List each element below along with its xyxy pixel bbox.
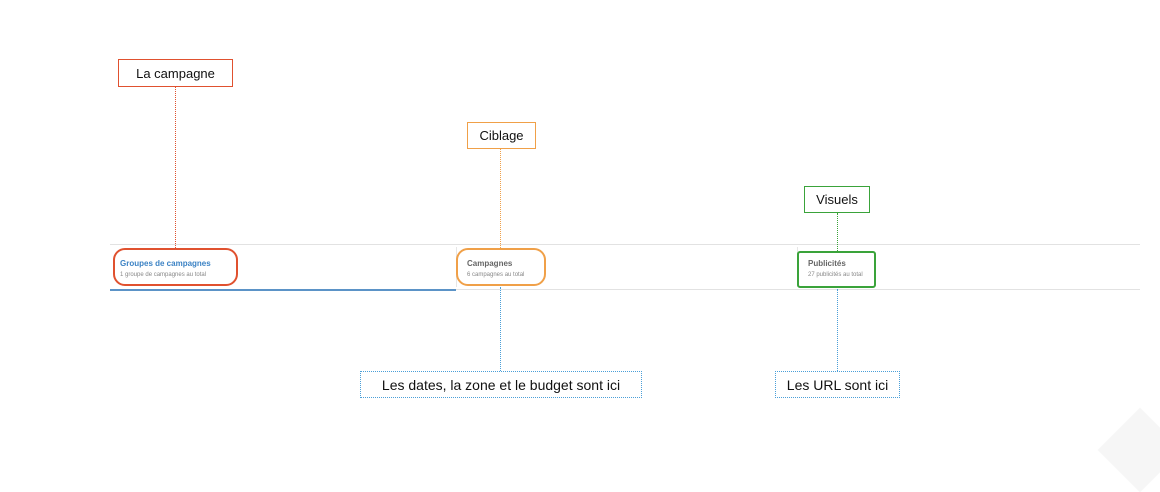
visuals-callout: Visuels — [804, 186, 870, 213]
tab-campaign-groups-subtitle: 1 groupe de campagnes au total — [120, 272, 207, 278]
campaign-connector — [175, 86, 176, 248]
campaign-groups-highlight — [113, 248, 238, 286]
tab-ads[interactable]: Publicités 27 publicités au total — [798, 245, 1138, 289]
campaign-callout: La campagne — [118, 59, 233, 87]
dates-connector — [500, 287, 501, 371]
visuals-connector — [837, 213, 838, 251]
tab-campaign-groups[interactable]: Groupes de campagnes 1 groupe de campagn… — [110, 245, 456, 291]
ads-highlight — [797, 251, 876, 288]
active-tab-indicator — [110, 289, 456, 291]
tab-bar: Groupes de campagnes 1 groupe de campagn… — [110, 244, 1140, 291]
tab-campaigns[interactable]: Campagnes 6 campagnes au total — [457, 245, 797, 289]
tab-ads-subtitle: 27 publicités au total — [808, 272, 863, 278]
corner-decoration — [1097, 407, 1160, 492]
urls-callout: Les URL sont ici — [775, 371, 900, 398]
dates-zone-budget-callout: Les dates, la zone et le budget sont ici — [360, 371, 642, 398]
tab-campaigns-title: Campagnes — [467, 259, 513, 268]
tab-ads-title: Publicités — [808, 259, 846, 268]
tab-campaigns-subtitle: 6 campagnes au total — [467, 272, 525, 278]
campaigns-highlight — [456, 248, 546, 286]
urls-connector — [837, 289, 838, 371]
targeting-callout: Ciblage — [467, 122, 536, 149]
tab-campaign-groups-title: Groupes de campagnes — [120, 259, 211, 268]
targeting-connector — [500, 149, 501, 248]
